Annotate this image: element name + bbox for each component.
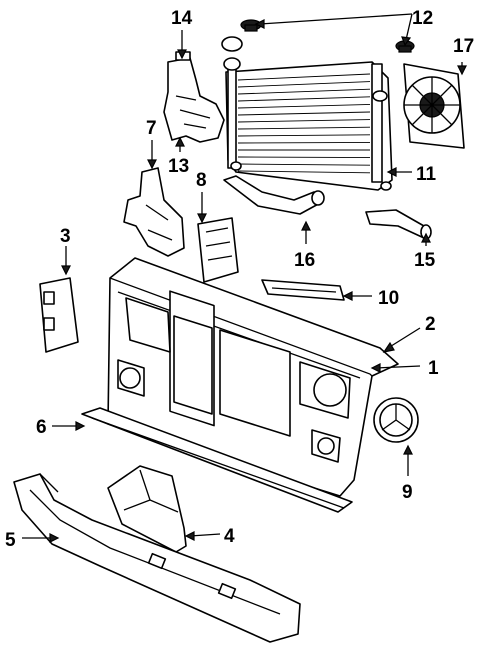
callout-9: 9 — [402, 482, 413, 503]
radiator-support-panel — [107, 257, 399, 497]
callout-16: 16 — [294, 250, 315, 271]
fan-shroud — [403, 63, 465, 149]
callout-7: 7 — [146, 118, 157, 139]
callout-3: 3 — [60, 226, 71, 247]
callout-1: 1 — [428, 358, 439, 379]
emblem — [373, 397, 419, 443]
radiator-fin — [237, 134, 371, 137]
radiator-fin — [237, 81, 371, 88]
callout-5: 5 — [5, 530, 16, 551]
air-baffle — [197, 217, 239, 283]
callout-10: 10 — [378, 288, 399, 309]
support-bracket — [123, 167, 185, 257]
upper-hose — [223, 175, 325, 215]
radiator-fin — [237, 73, 371, 81]
radiator-fin — [237, 126, 371, 130]
radiator — [221, 36, 393, 191]
callout-15: 15 — [414, 250, 436, 271]
callout-6: 6 — [36, 417, 47, 438]
radiator-fin — [237, 96, 371, 102]
callout-11: 11 — [416, 164, 437, 185]
callout-4: 4 — [224, 526, 235, 547]
center-bracket — [107, 465, 187, 553]
radiator-fin — [237, 163, 371, 166]
callout-13: 13 — [168, 156, 189, 177]
leader-lines — [22, 13, 467, 543]
radiator-fin — [237, 156, 371, 159]
radiator-fin — [237, 119, 371, 123]
radiator-fin — [237, 88, 371, 95]
callout-labels: 1 2 3 4 5 6 7 8 9 10 11 12 13 14 15 16 1… — [5, 8, 474, 551]
callout-2: 2 — [425, 314, 436, 335]
radiator-caps — [240, 19, 415, 53]
lower-tie-bar — [81, 407, 353, 513]
radiator-fin — [237, 111, 371, 116]
coolant-reservoir — [163, 51, 225, 143]
callout-17: 17 — [453, 36, 474, 57]
callout-12: 12 — [412, 8, 433, 29]
radiator-fin — [237, 141, 371, 144]
seal-strip — [261, 279, 345, 301]
callout-8: 8 — [196, 170, 207, 191]
lower-hose — [365, 209, 432, 240]
side-bracket — [39, 277, 79, 353]
radiator-fin — [237, 170, 371, 174]
callout-14: 14 — [171, 8, 193, 29]
radiator-fin — [237, 103, 371, 109]
